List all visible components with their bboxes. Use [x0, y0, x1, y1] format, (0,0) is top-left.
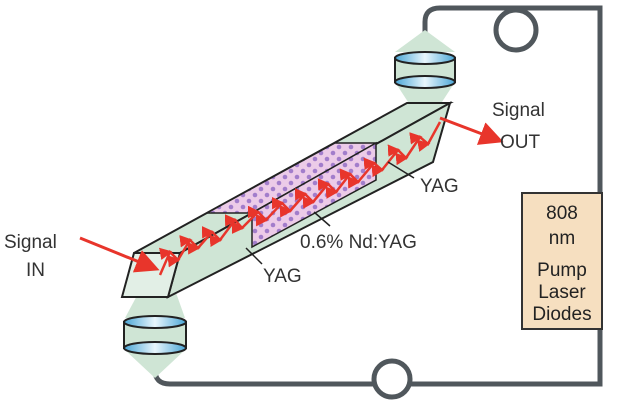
- signal-out-label-2: OUT: [500, 132, 541, 153]
- bottom-lens: [123, 315, 187, 355]
- fiber-coil-bottom: [371, 358, 413, 400]
- signal-in-label-2: IN: [26, 260, 45, 281]
- signal-out-label-1: Signal: [492, 100, 545, 121]
- signal-in-label-1: Signal: [4, 232, 57, 253]
- signal-out-arrow: [439, 116, 504, 145]
- fiber-coil-top: [493, 7, 539, 53]
- signal-zigzag: [158, 121, 442, 276]
- pump-box-line-5: Diodes: [532, 304, 591, 325]
- doped-label: 0.6% Nd:YAG: [300, 232, 417, 253]
- pump-box-line-3: Pump: [537, 260, 587, 281]
- yag-right-label: YAG: [420, 176, 459, 197]
- top-lens: [394, 51, 456, 89]
- pump-box-line-1: 808: [546, 203, 578, 224]
- pump-box-line-4: Laser: [538, 282, 586, 303]
- signal-in-arrow: [79, 236, 160, 273]
- pump-laser-box: [521, 192, 603, 330]
- pump-box-line-2: nm: [549, 228, 575, 249]
- leader-lines: [245, 161, 415, 265]
- yag-left-label: YAG: [263, 266, 302, 287]
